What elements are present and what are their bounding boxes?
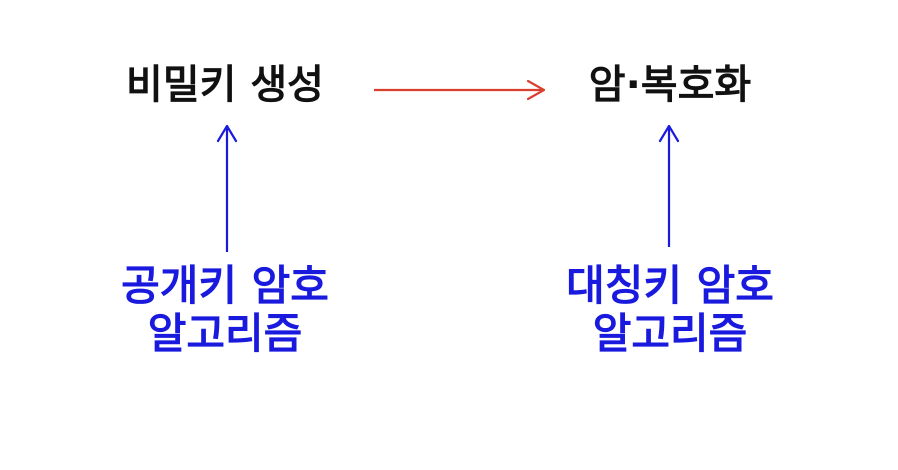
arrow-secret-to-encdec	[374, 79, 546, 101]
node-symmetric-key-algorithm: 대칭키 암호 알고리즘	[520, 261, 820, 359]
public-key-algorithm-line1: 공개키 암호	[121, 261, 329, 310]
arrow-symmetric-to-encdec	[658, 124, 680, 247]
public-key-algorithm-line2: 알고리즘	[147, 309, 303, 359]
node-secret-key-generation: 비밀키 생성	[126, 62, 324, 108]
symmetric-key-algorithm-line2: 알고리즘	[592, 309, 748, 359]
node-encryption-decryption: 암·복호화	[588, 62, 752, 108]
node-public-key-algorithm: 공개키 암호 알고리즘	[60, 261, 390, 359]
symmetric-key-algorithm-line1: 대칭키 암호	[566, 261, 774, 310]
arrow-public-to-secret	[216, 124, 238, 252]
